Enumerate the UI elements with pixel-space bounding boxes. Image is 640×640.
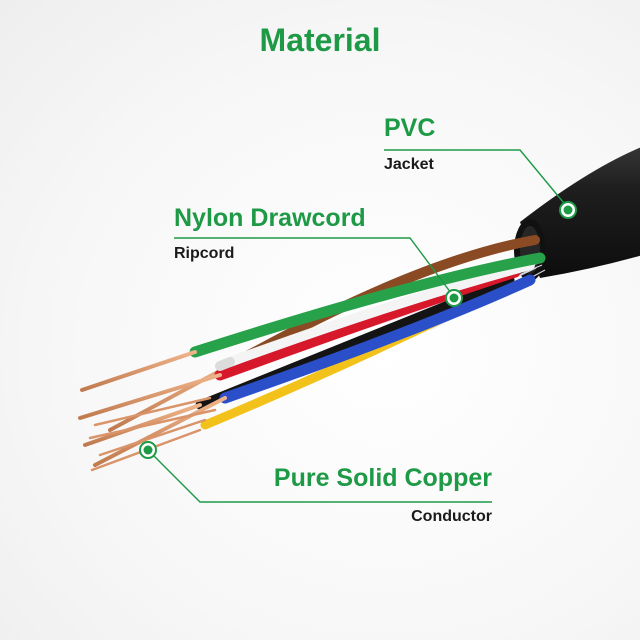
callout-lines: [147, 149, 569, 503]
copper-marker: [139, 441, 157, 459]
pvc-sublabel: Jacket: [384, 156, 434, 173]
white-wire: [215, 260, 535, 371]
pvc-label: PVC: [384, 114, 436, 142]
pvc-marker: [559, 201, 577, 219]
copper-label: Pure Solid Copper: [273, 464, 492, 492]
nylon-marker: [445, 289, 463, 307]
nylon-label: Nylon Drawcord: [174, 204, 366, 232]
green-wire: [80, 252, 546, 392]
page-title: Material: [259, 22, 381, 58]
blue-wire: [93, 274, 536, 467]
copper-sublabel: Conductor: [411, 508, 492, 525]
black-wire: [83, 275, 515, 447]
nylon-sublabel: Ripcord: [174, 245, 235, 262]
copper-strands: [88, 396, 217, 472]
